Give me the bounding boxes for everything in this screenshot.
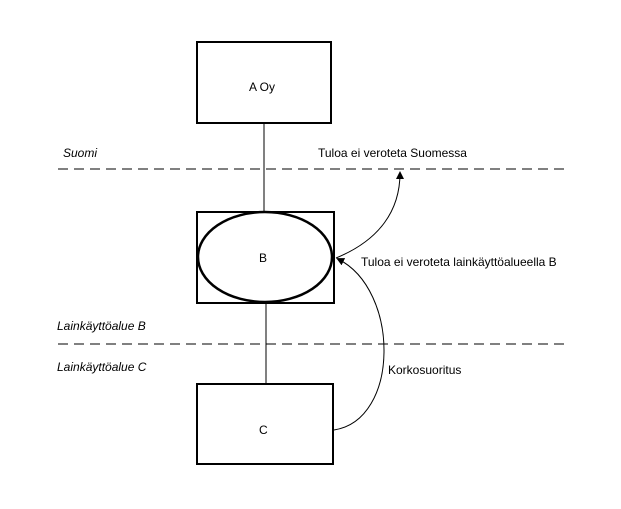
box-a	[196, 41, 332, 124]
box-c	[196, 383, 334, 465]
arrow-interest	[333, 258, 385, 431]
node-b-label: B	[259, 251, 268, 265]
region-c-label: Lainkäyttöalue C	[57, 360, 147, 374]
arrow-to-finland	[335, 171, 404, 259]
ellipse-b	[196, 210, 334, 304]
node-c-label: C	[259, 423, 268, 437]
region-b-label: Lainkäyttöalue B	[57, 319, 146, 333]
annotation-interest-payment: Korkosuoritus	[388, 363, 462, 377]
region-suomi-label: Suomi	[63, 146, 98, 160]
annotation-not-taxed-finland: Tuloa ei veroteta Suomessa	[318, 146, 467, 160]
node-a-label: A Oy	[249, 80, 276, 94]
annotation-not-taxed-b: Tuloa ei veroteta lainkäyttöalueella B	[361, 255, 557, 269]
